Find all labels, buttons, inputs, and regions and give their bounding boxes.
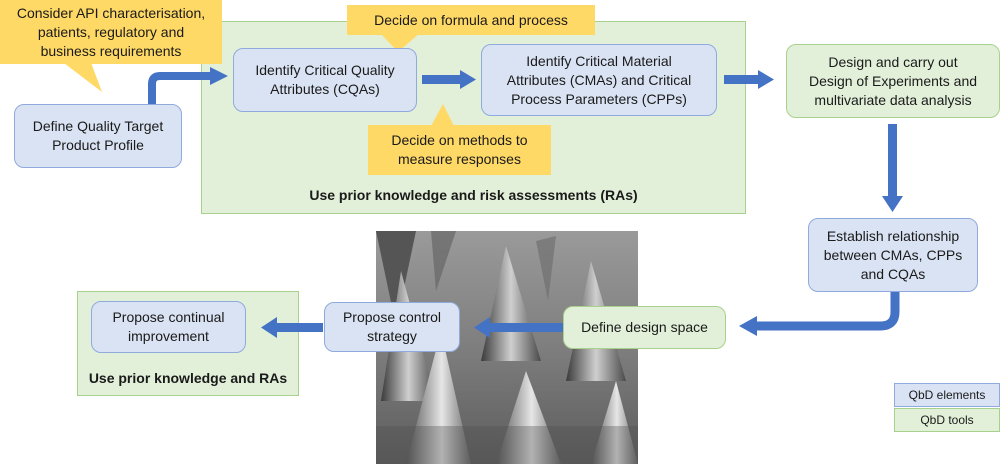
arrow-control-to-improvement-head — [261, 317, 277, 338]
legend-qbd-elements: QbD elements — [894, 383, 1000, 407]
arrow-relationship-to-design-space — [755, 292, 900, 331]
arrow-doe-to-relationship-head — [882, 196, 903, 212]
box-control-strategy: Propose control strategy — [324, 302, 460, 352]
callout-api: Consider API characterisation, patients,… — [0, 0, 222, 64]
callout-formula: Decide on formula and process — [347, 5, 595, 35]
arrow-cqa-to-cma-head — [460, 70, 476, 89]
callout-formula-pointer — [380, 33, 420, 52]
arrow-cma-to-doe-shaft — [724, 75, 760, 84]
box-cmas-and-cpps: Identify Critical Material Attributes (C… — [481, 44, 717, 116]
top-region-label: Use prior knowledge and risk assessments… — [309, 187, 638, 203]
box-design-of-experiments: Design and carry out Design of Experimen… — [786, 44, 1000, 118]
box-continual-improvement: Propose continual improvement — [91, 301, 246, 353]
box-establish-relationship: Establish relationship between CMAs, CPP… — [808, 218, 978, 292]
arrow-design-space-to-control-head — [474, 317, 490, 338]
arrow-qtpp-to-cqa-head — [210, 67, 228, 85]
arrow-relationship-to-design-space-head — [739, 316, 757, 336]
callout-api-pointer — [60, 60, 102, 92]
callout-methods-pointer — [430, 104, 455, 128]
callout-methods: Decide on methods to measure responses — [368, 125, 551, 175]
arrow-qtpp-to-cqa — [148, 72, 212, 104]
legend-qbd-tools: QbD tools — [894, 408, 1000, 432]
box-quality-target-product-profile: Define Quality Target Product Profile — [14, 104, 182, 168]
box-design-space: Define design space — [563, 306, 726, 349]
arrow-cqa-to-cma-shaft — [422, 75, 462, 84]
arrow-design-space-to-control-shaft — [488, 323, 564, 332]
arrow-doe-to-relationship-shaft — [888, 124, 897, 198]
arrow-control-to-improvement-shaft — [275, 323, 323, 332]
bottom-region-label: Use prior knowledge and RAs — [88, 370, 288, 386]
arrow-cma-to-doe-head — [758, 70, 774, 89]
box-critical-quality-attributes: Identify Critical Quality Attributes (CQ… — [233, 48, 417, 112]
